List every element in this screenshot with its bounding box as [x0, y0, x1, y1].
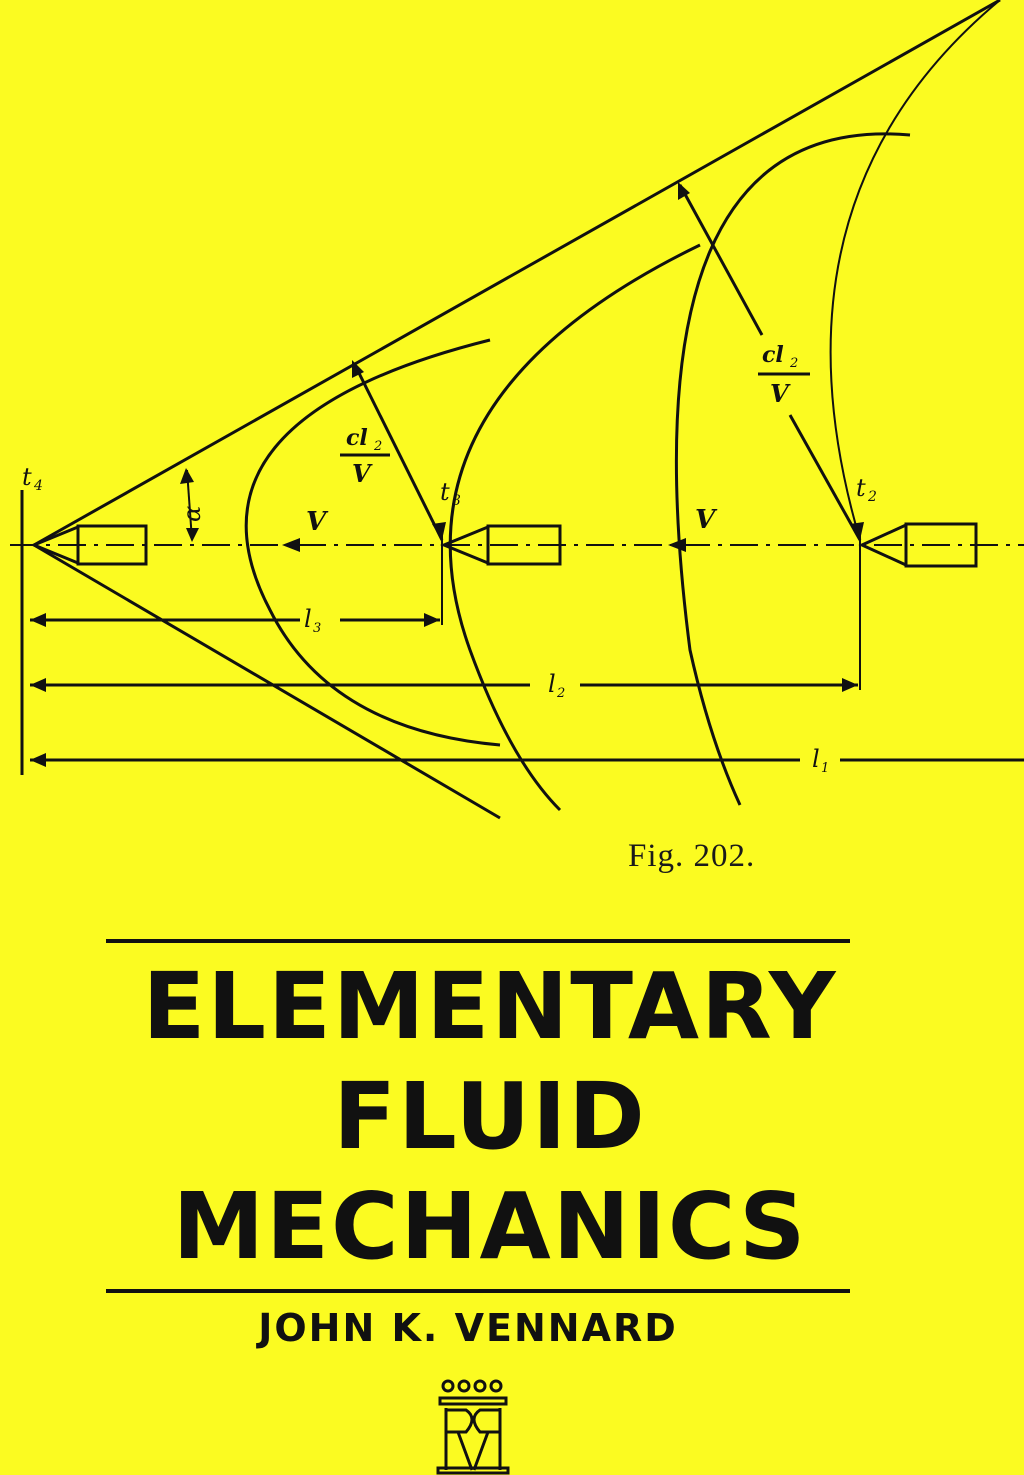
- publisher-logo-icon: [436, 1379, 510, 1475]
- label-cl-numerator-2: cl: [762, 342, 784, 368]
- author-name: JOHN K. VENNARD: [258, 1306, 678, 1350]
- title-rule-top: [106, 939, 850, 943]
- label-l2: l: [548, 670, 556, 698]
- wave-arc-1: [674, 132, 911, 806]
- title-line-2: FLUID: [333, 1063, 647, 1170]
- book-title: ELEMENTARY FLUID MECHANICS: [0, 952, 1024, 1282]
- label-cl-sub-2: 2: [789, 356, 798, 371]
- label-t4-sub: 4: [33, 478, 43, 494]
- label-cl-denominator-1: V: [352, 459, 373, 488]
- label-velocity-2: V: [695, 505, 718, 535]
- label-l1: l: [812, 745, 820, 773]
- title-rule-bottom: [106, 1289, 850, 1293]
- radius-arrow-t2-upper: [678, 184, 764, 336]
- label-cl-numerator-1: cl: [346, 425, 368, 451]
- label-l2-sub: 2: [556, 686, 565, 701]
- label-l3-sub: 3: [313, 621, 321, 636]
- label-t4: t: [22, 463, 32, 491]
- figure-caption: Fig. 202.: [628, 838, 756, 874]
- label-t2-sub: 2: [867, 489, 877, 505]
- projectile-t2: [858, 522, 978, 568]
- label-alpha: α: [178, 506, 206, 522]
- label-cl-sub-1: 2: [373, 439, 382, 454]
- label-t3-sub: 3: [452, 493, 461, 509]
- radius-arrow-t2-lower: [788, 414, 862, 541]
- cone-upper-edge: [33, 0, 1001, 547]
- radius-arrow-t3: [353, 364, 444, 541]
- title-line-3: MECHANICS: [172, 1173, 808, 1280]
- label-t3: t: [440, 478, 450, 506]
- projectile-t4: [30, 524, 148, 566]
- mach-cone-diagram: t 4 t 3 t 2 α V V cl 2 V cl 2 V l 3 l 2 …: [10, 0, 1024, 820]
- projectile-t3: [440, 524, 562, 566]
- label-t2: t: [856, 474, 866, 502]
- wave-arc-outer: [829, 0, 1001, 541]
- cone-lower-edge: [33, 543, 501, 820]
- label-cl-denominator-2: V: [770, 379, 791, 408]
- label-l3: l: [304, 605, 312, 633]
- wave-arc-2: [448, 243, 701, 812]
- label-l1-sub: 1: [821, 761, 829, 776]
- wave-arc-3: [244, 338, 501, 747]
- title-line-1: ELEMENTARY: [142, 953, 838, 1060]
- label-velocity-1: V: [306, 507, 329, 537]
- arrowheads: [30, 182, 864, 767]
